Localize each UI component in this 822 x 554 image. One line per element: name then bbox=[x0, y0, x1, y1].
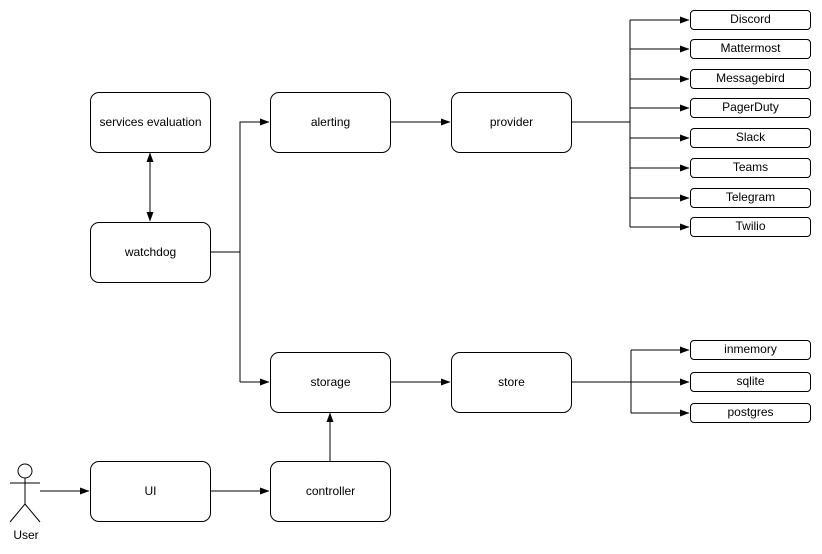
node-inmemory: inmemory bbox=[690, 340, 811, 360]
node-messagebird: Messagebird bbox=[690, 69, 811, 89]
node-pagerduty: PagerDuty bbox=[690, 98, 811, 118]
node-watchdog: watchdog bbox=[90, 222, 211, 283]
node-services-evaluation: services evaluation bbox=[90, 92, 211, 153]
user-leg-left bbox=[9, 503, 26, 523]
node-alerting: alerting bbox=[270, 92, 391, 153]
node-sqlite: sqlite bbox=[690, 372, 811, 392]
node-ui: UI bbox=[90, 461, 211, 522]
node-store: store bbox=[451, 352, 572, 413]
node-storage: storage bbox=[270, 352, 391, 413]
user-actor-icon bbox=[9, 463, 41, 523]
user-label: User bbox=[13, 528, 39, 542]
user-leg-right bbox=[24, 503, 41, 523]
node-slack: Slack bbox=[690, 128, 811, 148]
node-teams: Teams bbox=[690, 158, 811, 178]
node-postgres: postgres bbox=[690, 403, 811, 423]
node-mattermost: Mattermost bbox=[690, 39, 811, 59]
node-discord: Discord bbox=[690, 10, 811, 30]
node-telegram: Telegram bbox=[690, 188, 811, 208]
node-twilio: Twilio bbox=[690, 217, 811, 237]
edge-watchdog-alerting bbox=[239, 118, 270, 382]
node-provider: provider bbox=[451, 92, 572, 153]
node-controller: controller bbox=[270, 461, 391, 522]
user-head bbox=[17, 463, 33, 479]
